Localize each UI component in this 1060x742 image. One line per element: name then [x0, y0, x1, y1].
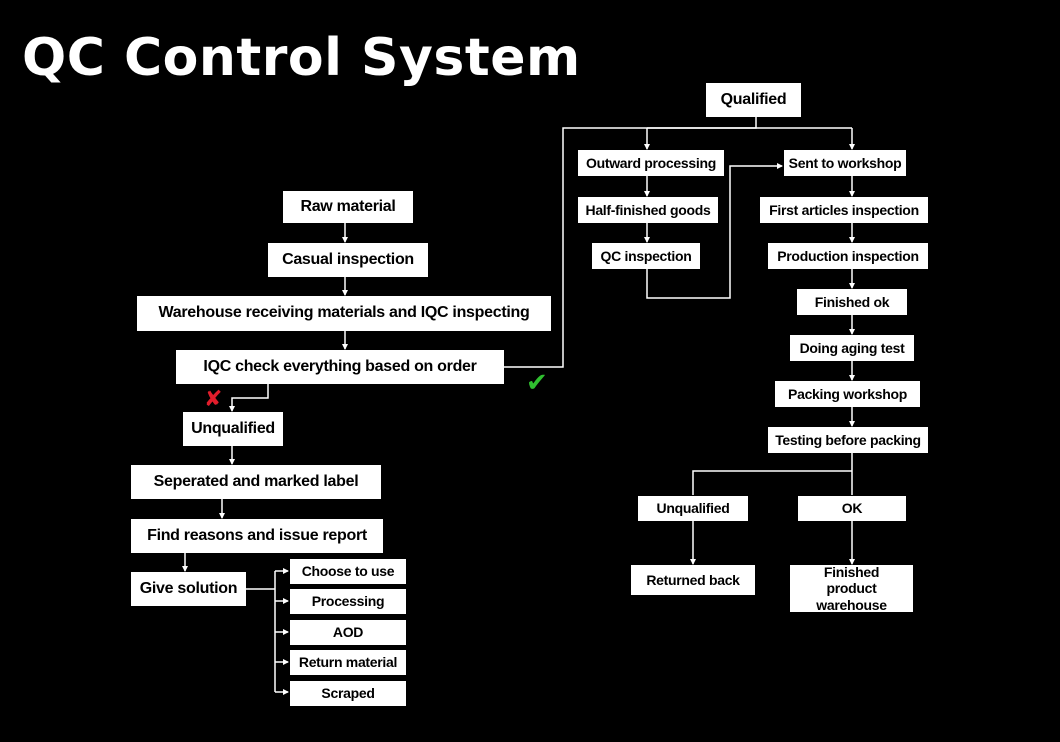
connector-solution-branches: [246, 571, 276, 692]
raw-material-box: Raw material: [283, 191, 413, 223]
separated-label-box: Seperated and marked label: [131, 465, 381, 499]
finished-ok-box: Finished ok: [797, 289, 907, 315]
connector-iqc-to-unqualified: [229, 384, 269, 412]
half-finished-goods-box: Half-finished goods: [578, 197, 718, 223]
testing-before-packing-box: Testing before packing: [768, 427, 928, 453]
finished-product-warehouse-box: Finished product warehouse: [790, 564, 913, 613]
final-ok-box: OK: [798, 496, 906, 521]
final-unqualified-box: Unqualified: [638, 496, 748, 521]
sent-to-workshop-box: Sent to workshop: [784, 150, 906, 176]
solution-processing: Processing: [290, 589, 406, 614]
qualified-box: Qualified: [706, 83, 801, 117]
returned-back-box: Returned back: [631, 565, 755, 595]
casual-inspection-box: Casual inspection: [268, 243, 428, 277]
warehouse-receiving-box: Warehouse receiving materials and IQC in…: [137, 296, 551, 331]
give-solution-box: Give solution: [131, 572, 246, 606]
outward-processing-box: Outward processing: [578, 150, 724, 176]
solution-choose-to-use: Choose to use: [290, 559, 406, 584]
connector-qc-to-workshop: [646, 163, 783, 299]
accept-checkmark-icon: ✔: [526, 367, 548, 397]
connector-iqc-to-qualified: [504, 117, 757, 368]
page-title: QC Control System: [22, 28, 581, 88]
packing-workshop-box: Packing workshop: [775, 381, 920, 407]
connector-testing-branches: [692, 453, 853, 495]
solution-aod: AOD: [290, 620, 406, 645]
iqc-check-box: IQC check everything based on order: [176, 350, 504, 384]
unqualified-box: Unqualified: [183, 412, 283, 446]
solution-scraped: Scraped: [290, 681, 406, 706]
find-reasons-box: Find reasons and issue report: [131, 519, 383, 553]
first-articles-inspection-box: First articles inspection: [760, 197, 928, 223]
solution-return-material: Return material: [290, 650, 406, 675]
qc-inspection-box: QC inspection: [592, 243, 700, 269]
doing-aging-test-box: Doing aging test: [790, 335, 914, 361]
production-inspection-box: Production inspection: [768, 243, 928, 269]
reject-mark-icon: ✘: [204, 386, 223, 411]
